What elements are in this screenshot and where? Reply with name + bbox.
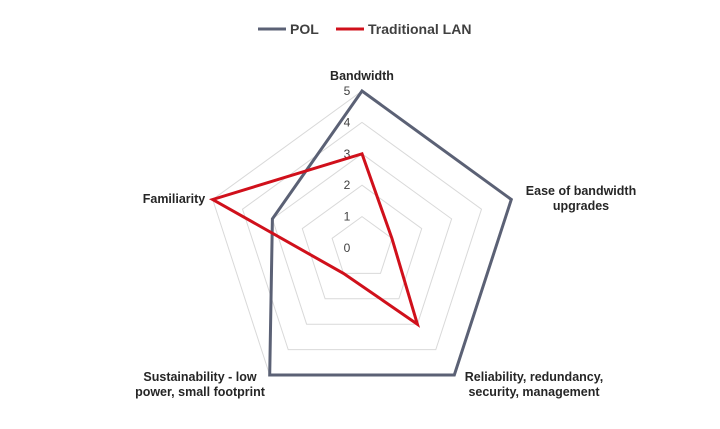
axis-label-line: power, small footprint [135, 385, 266, 399]
axis-label-line: upgrades [553, 199, 609, 213]
series-line-1 [208, 151, 421, 328]
grid-ring-3 [271, 153, 453, 325]
tick-layer: 0 1 2 3 4 5 [344, 84, 351, 255]
grid-ring-2 [301, 184, 423, 300]
grid-layer [212, 90, 512, 376]
series-layer [208, 88, 514, 377]
tick-label: 0 [344, 241, 351, 255]
tick-label: 1 [344, 210, 351, 224]
axis-label-line: Reliability, redundancy, [465, 370, 603, 384]
axis-label-line: Bandwidth [330, 69, 394, 83]
axis-label-line: security, management [468, 385, 600, 399]
tick-label: 2 [344, 178, 351, 192]
grid-ring-4 [241, 121, 483, 351]
axis-label-0: Bandwidth [330, 69, 394, 83]
grid-ring-5 [212, 90, 512, 376]
axis-label-4: Familiarity [143, 192, 206, 206]
axis-label-line: Sustainability - low [143, 370, 256, 384]
series-line-0 [268, 88, 514, 377]
axis-label-2: Reliability, redundancy,security, manage… [465, 370, 603, 399]
legend-label-1: Traditional LAN [368, 21, 471, 37]
grid-ring-1 [331, 215, 393, 274]
legend: POL Traditional LAN [258, 21, 471, 37]
tick-label: 3 [344, 147, 351, 161]
tick-label: 4 [344, 115, 351, 129]
axis-label-line: Ease of bandwidth [526, 184, 636, 198]
axis-label-line: Familiarity [143, 192, 206, 206]
tick-label: 5 [344, 84, 351, 98]
legend-label-0: POL [290, 21, 319, 37]
